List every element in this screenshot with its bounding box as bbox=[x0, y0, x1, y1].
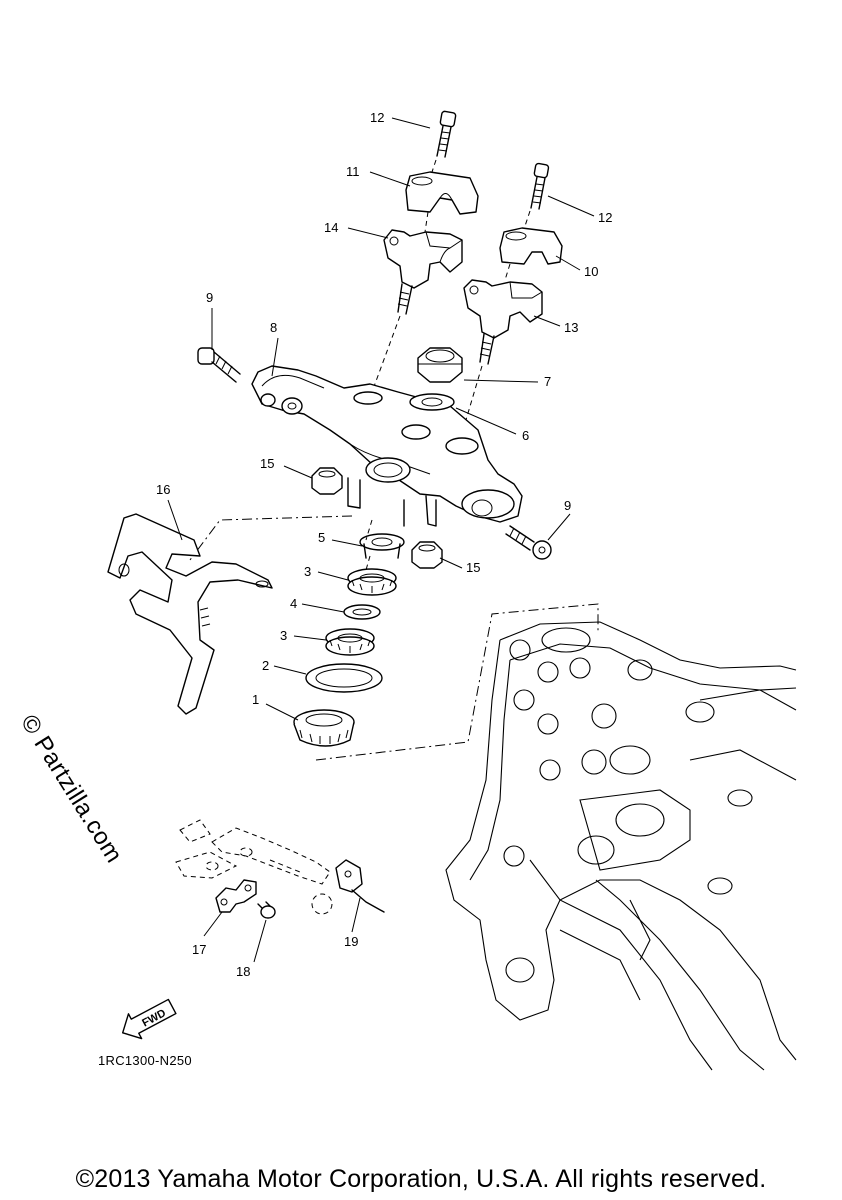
fwd-arrow: FWD bbox=[121, 998, 177, 1040]
leader-lines bbox=[167, 117, 595, 963]
callout-16: 16 bbox=[156, 482, 170, 497]
callout-19: 19 bbox=[344, 934, 358, 949]
clamp-holder-13 bbox=[463, 279, 543, 365]
callout-4: 4 bbox=[290, 596, 297, 611]
callout-13: 13 bbox=[564, 320, 578, 335]
callout-15-right: 15 bbox=[466, 560, 480, 575]
bearing-1 bbox=[293, 709, 355, 747]
callout-labels: 12 11 14 12 10 13 9 8 7 6 15 16 9 5 15 3… bbox=[156, 110, 612, 979]
callout-11: 11 bbox=[346, 164, 360, 179]
clamp-cap-10 bbox=[499, 227, 563, 265]
callout-1: 1 bbox=[252, 692, 259, 707]
fwd-label: FWD bbox=[140, 1007, 168, 1029]
nut-15-left bbox=[311, 467, 343, 495]
cover-5 bbox=[359, 533, 405, 559]
callout-3-lower: 3 bbox=[280, 628, 287, 643]
nut-15-right bbox=[411, 541, 443, 569]
callout-8: 8 bbox=[270, 320, 277, 335]
screw-18 bbox=[257, 901, 276, 919]
callout-18: 18 bbox=[236, 964, 250, 979]
plate-17 bbox=[215, 879, 257, 913]
clamp-cap-11 bbox=[405, 171, 479, 215]
callout-7: 7 bbox=[544, 374, 551, 389]
bolt-12-left bbox=[436, 110, 457, 158]
callout-6: 6 bbox=[522, 428, 529, 443]
callout-3-upper: 3 bbox=[304, 564, 311, 579]
ring-nut-3-upper bbox=[347, 568, 397, 596]
bolt-9-left bbox=[197, 347, 241, 383]
callout-12-left: 12 bbox=[370, 110, 384, 125]
ring-nut-3-lower bbox=[325, 628, 375, 656]
bolt-9-right bbox=[505, 525, 552, 560]
clamp-holder-14 bbox=[383, 229, 463, 315]
callout-9-left: 9 bbox=[206, 290, 213, 305]
upper-bracket-8 bbox=[251, 365, 523, 527]
callout-15-left: 15 bbox=[260, 456, 274, 471]
callout-2: 2 bbox=[262, 658, 269, 673]
washer-4 bbox=[343, 604, 381, 620]
ghost-bracket bbox=[175, 819, 333, 915]
callout-5: 5 bbox=[318, 530, 325, 545]
callout-12-right: 12 bbox=[598, 210, 612, 225]
nut-7 bbox=[417, 347, 463, 383]
reference-code: 1RC1300-N250 bbox=[98, 1053, 192, 1068]
copyright-notice: ©2013 Yamaha Motor Corporation, U.S.A. A… bbox=[75, 1165, 767, 1193]
callout-14: 14 bbox=[324, 220, 338, 235]
bracket-16 bbox=[107, 513, 273, 715]
bearing-race-2 bbox=[305, 663, 383, 693]
sensor-19 bbox=[335, 859, 385, 913]
washer-6 bbox=[409, 393, 455, 411]
callout-9-right: 9 bbox=[564, 498, 571, 513]
bolt-12-right bbox=[530, 162, 550, 210]
callout-10: 10 bbox=[584, 264, 598, 279]
frame-reference bbox=[445, 621, 797, 1071]
callout-17: 17 bbox=[192, 942, 206, 957]
